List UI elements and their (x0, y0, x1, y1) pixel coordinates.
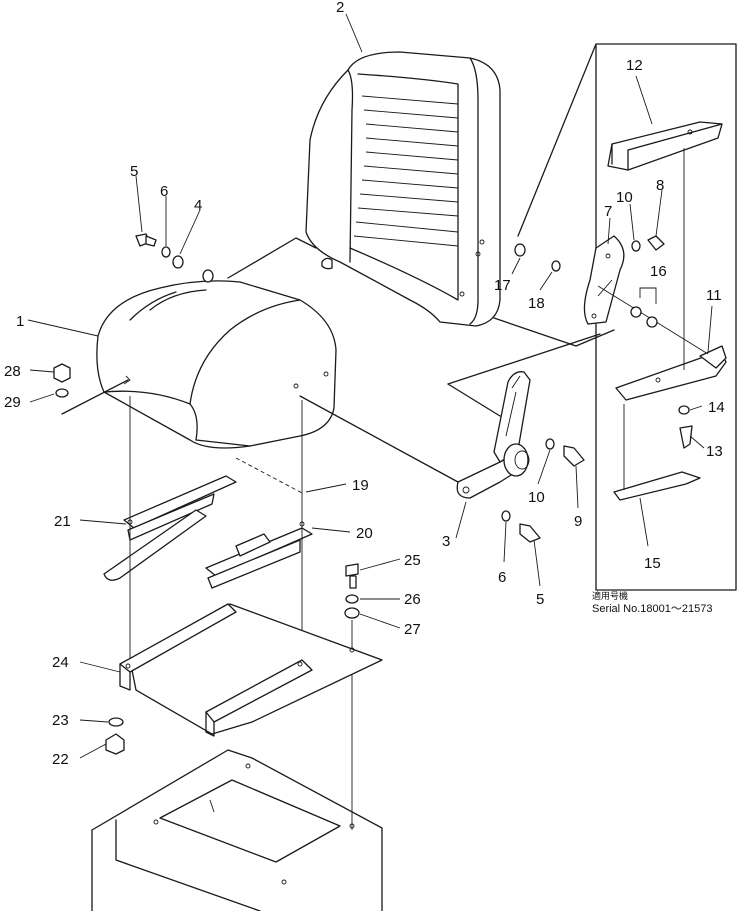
callout-10-lever: 10 (528, 489, 545, 506)
callout-24: 24 (52, 654, 69, 671)
seat-base-bracket (119, 603, 383, 737)
callout-4: 4 (194, 197, 202, 214)
washer-6-top (161, 246, 171, 258)
bolt-5 (519, 523, 541, 543)
washer-10 (545, 438, 555, 450)
bolt-9 (563, 445, 585, 467)
callout-2: 2 (336, 0, 344, 16)
back-hinge-line (227, 237, 317, 279)
callout-9: 9 (574, 513, 582, 530)
washer-29 (55, 388, 69, 398)
nut-leader (61, 379, 129, 415)
slide-rail-left (103, 475, 237, 581)
callout-5-top: 5 (130, 163, 138, 180)
callout-25: 25 (404, 552, 421, 569)
callout-27: 27 (404, 621, 421, 638)
seat-back (305, 51, 501, 327)
bracket-guide-line (493, 317, 615, 347)
washer-6 (501, 510, 511, 522)
lever-link-side (447, 383, 501, 417)
applicability-label: 適用号機 (592, 590, 628, 601)
callout-20: 20 (356, 525, 373, 542)
callout-6-bottom: 6 (498, 569, 506, 586)
armrest-support-15 (613, 471, 701, 501)
callout-19: 19 (352, 477, 369, 494)
washer-16a (630, 306, 642, 318)
collar-seat (202, 269, 214, 283)
callout-14: 14 (708, 399, 725, 416)
callout-8: 8 (656, 177, 664, 194)
callout-12: 12 (626, 57, 643, 74)
callout-15: 15 (644, 555, 661, 572)
callout-10-inset: 10 (616, 189, 633, 206)
callout-28: 28 (4, 363, 21, 380)
callout-23: 23 (52, 712, 69, 729)
callout-18: 18 (528, 295, 545, 312)
armrest-bracket-7 (583, 235, 625, 325)
callout-6-top: 6 (160, 183, 168, 200)
callout-7: 7 (604, 203, 612, 220)
washer-18 (551, 260, 561, 272)
callout-1: 1 (16, 313, 24, 330)
serial-number-range: Serial No.18001～21573 (592, 603, 712, 615)
callout-26: 26 (404, 591, 421, 608)
leader-lines (27, 13, 713, 759)
armrest-arm-11 (615, 345, 727, 401)
seat-box-floor (91, 749, 383, 911)
lever-link-top (447, 333, 601, 385)
callout-21: 21 (54, 513, 71, 530)
washer-27 (344, 607, 360, 619)
bolt-25 (345, 563, 359, 589)
collar-4 (172, 255, 184, 269)
washer-10-inset (631, 240, 641, 252)
callout-3: 3 (442, 533, 450, 550)
callout-16: 16 (650, 263, 667, 280)
washer-16b (646, 316, 658, 328)
washer-14 (678, 405, 690, 415)
washer-23 (108, 717, 124, 727)
armrest-pad (607, 121, 723, 171)
callout-11: 11 (706, 287, 722, 304)
nut-22 (105, 733, 125, 755)
bolt-13 (679, 425, 693, 449)
callout-22: 22 (52, 751, 69, 768)
slide-rail-right (205, 521, 313, 589)
lever-link-cushion (299, 395, 459, 483)
callout-29: 29 (4, 394, 21, 411)
recliner-lever (456, 371, 531, 499)
bolt-8 (647, 235, 665, 251)
callout-5-bottom: 5 (536, 591, 544, 608)
slide-rod-19 (235, 457, 305, 495)
nut-28 (53, 363, 71, 383)
callout-17: 17 (494, 277, 511, 294)
callout-13: 13 (706, 443, 723, 460)
seat-cushion (96, 280, 337, 449)
washer-26 (345, 594, 359, 604)
bolt-17 (514, 243, 526, 257)
bolt-5-top (135, 233, 157, 247)
